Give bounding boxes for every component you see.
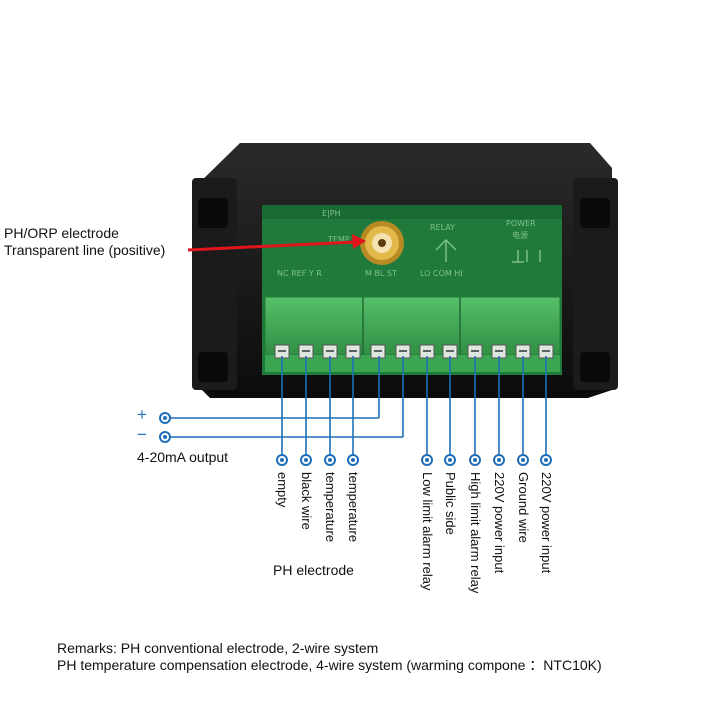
pcb-label-power-cn: 电源 <box>512 230 528 240</box>
terminal-label: temperature <box>323 472 338 543</box>
pcb-pins-relay: LO COM HI <box>420 269 463 278</box>
bracket-screw <box>580 198 610 228</box>
terminal-label: Public side <box>443 472 458 535</box>
current-output <box>159 356 404 443</box>
terminal-label: 220V power input <box>539 472 554 574</box>
bracket-screw <box>198 352 228 382</box>
pcb-label-eph: E|PH <box>322 209 341 218</box>
bracket-screw <box>580 352 610 382</box>
output-minus-sign: − <box>137 425 147 444</box>
terminal-label: 220V power input <box>492 472 507 574</box>
right-mount-bracket <box>573 178 618 390</box>
terminal-label: Low limit alarm relay <box>420 472 435 591</box>
terminal-label: temperature <box>346 472 361 543</box>
callout-line-1: PH/ORP electrode <box>4 225 119 241</box>
pcb-label-temp: TEMP <box>327 235 350 244</box>
terminal-screws <box>274 344 554 359</box>
pcb-label-power: POWER <box>506 219 536 228</box>
pcb-pins-mid: M BL ST <box>365 269 397 278</box>
remarks-line-2: PH temperature compensation electrode, 4… <box>57 657 602 673</box>
bnc-connector <box>360 221 404 265</box>
pcb-label-relay: RELAY <box>430 223 455 232</box>
bracket-screw <box>198 198 228 228</box>
output-label: 4-20mA output <box>137 449 229 465</box>
terminal-label: Ground wire <box>516 472 531 543</box>
terminal-block <box>264 296 561 372</box>
terminal-wires <box>276 356 552 466</box>
pcb-pins-left: NC REF Y R <box>277 269 322 278</box>
power-symbol <box>512 250 541 263</box>
electrode-callout <box>187 234 366 252</box>
remarks-line-1: Remarks: PH conventional electrode, 2-wi… <box>57 640 379 656</box>
terminal-label: empty <box>275 472 290 508</box>
terminal-label: High limit alarm relay <box>468 472 483 594</box>
ph-electrode-group-label: PH electrode <box>273 562 354 578</box>
output-plus-sign: + <box>137 405 147 424</box>
callout-line-2: Transparent line (positive) <box>4 242 166 258</box>
relay-symbol <box>435 238 457 262</box>
left-mount-bracket <box>192 178 237 390</box>
terminal-label: black wire <box>299 472 314 530</box>
